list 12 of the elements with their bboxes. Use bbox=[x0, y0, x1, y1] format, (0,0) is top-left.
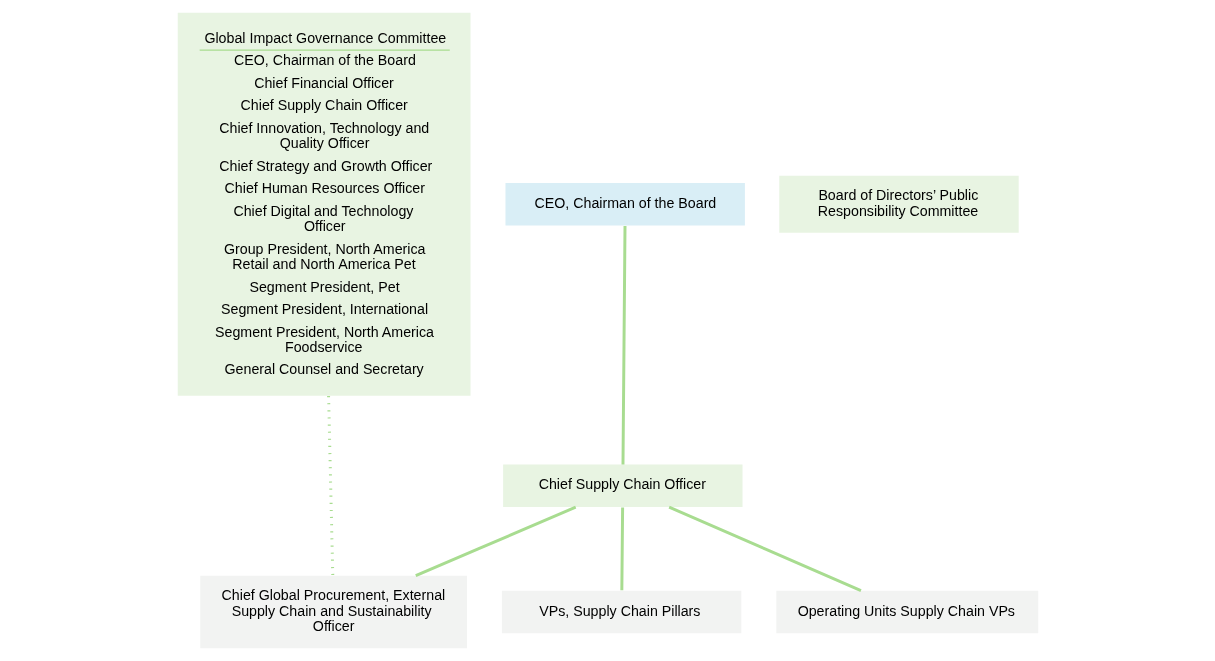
node-box: Board of Directors’ Public Responsibility Committee bbox=[778, 175, 1019, 233]
node-box: Operating Units Supply Chain VPs bbox=[775, 590, 1038, 634]
node-box: Chief Supply Chain Officer bbox=[502, 464, 743, 508]
connector bbox=[326, 395, 334, 576]
node-box: Chief Global Procurement, External Supply Chain and Sustainability Officer bbox=[199, 575, 467, 649]
connector bbox=[621, 225, 626, 465]
node-box: CEO, Chairman of the Board bbox=[504, 182, 745, 226]
connector bbox=[414, 505, 576, 577]
connector bbox=[619, 507, 624, 591]
connector bbox=[668, 505, 862, 592]
node-box: Global Impact Governance Committee CEO, Chairman of the Board Chief Financial Officer Chief Supply Chain Officer Chief Innovation, Technology and Quality Officer Chief Strategy and Growth Officer Chief Human Resources Officer Chief Digital and Technology Officer Group President, North America Retail and North America Pet Segment President, Pet Segment President, International Segment President, North America Foodservice General Counsel and Secretary bbox=[177, 12, 470, 396]
node-box: VPs, Supply Chain Pillars bbox=[501, 590, 741, 634]
